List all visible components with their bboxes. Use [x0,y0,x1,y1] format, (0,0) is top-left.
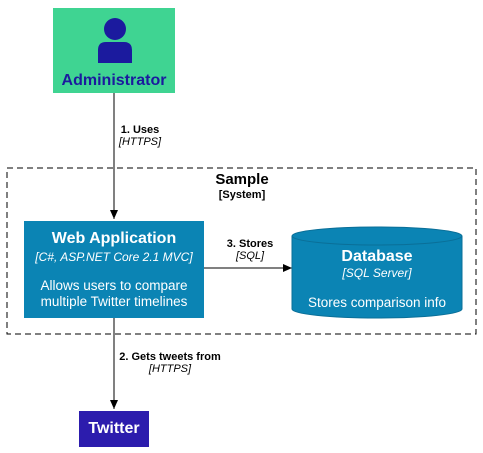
web-application-description: Allows users to compare multiple Twitter… [24,278,204,310]
edge-label-technology: [HTTPS] [118,136,162,148]
edge-uses-label: 1. Uses [HTTPS] [110,124,170,148]
edge-gets-tweets-label: 2. Gets tweets from [HTTPS] [110,351,230,375]
web-application-technology: [C#, ASP.NET Core 2.1 MVC] [35,250,193,264]
database-title: Database [341,248,413,265]
database-cylinder [291,226,463,319]
description-line: multiple Twitter timelines [40,294,188,309]
web-application-title: Web Application [51,230,177,247]
edge-stores-label: 3. Stores [SQL] [215,238,285,262]
edge-label-technology: [SQL] [235,250,265,262]
web-application-node[interactable]: Web Application [C#, ASP.NET Core 2.1 MV… [24,221,204,318]
person-icon [98,18,132,63]
description-line: Allows users to compare [40,278,188,293]
database-technology: [SQL Server] [342,266,412,280]
administrator-label: Administrator [61,72,167,89]
boundary-name: Sample [215,171,269,188]
edge-label-technology: [HTTPS] [148,363,192,375]
twitter-node[interactable]: Twitter [79,411,149,447]
edge-label-text: 2. Gets tweets from [119,351,221,363]
edge-label-text: 1. Uses [120,124,160,136]
administrator-node[interactable]: Administrator [53,8,175,93]
edge-label-text: 3. Stores [226,238,274,250]
database-description: Stores comparison info [307,295,447,310]
boundary-type: [System] [218,189,266,201]
system-boundary [6,167,477,335]
